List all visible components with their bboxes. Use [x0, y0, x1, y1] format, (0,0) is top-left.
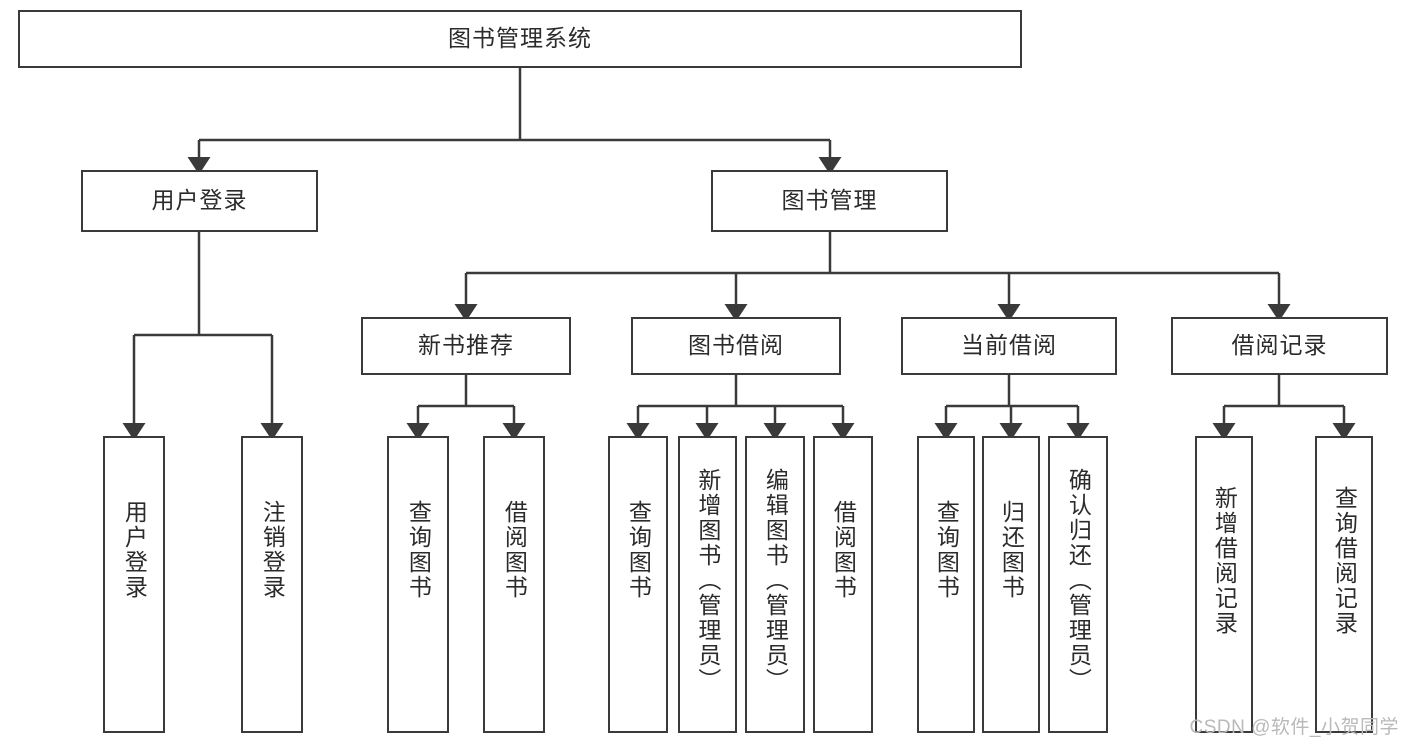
node-root-label: 图书管理系统 [448, 25, 592, 52]
node-leaf-logout-label: 注销登录 [259, 500, 286, 600]
node-leaf-confirm-return-label: 确认归还（管理员） [1065, 468, 1092, 693]
node-leaf-return-book-label: 归还图书 [998, 500, 1025, 600]
node-user-login-label: 用户登录 [151, 187, 248, 214]
node-new-book-rec[interactable]: 新书推荐 [361, 317, 571, 375]
node-root[interactable]: 图书管理系统 [18, 10, 1022, 68]
node-leaf-query-book-3-label: 查询图书 [933, 500, 960, 600]
node-book-borrow-label: 图书借阅 [688, 332, 784, 359]
node-leaf-add-record-label: 新增借阅记录 [1211, 486, 1238, 636]
node-current-borrow-label: 当前借阅 [961, 332, 1057, 359]
node-user-login[interactable]: 用户登录 [81, 170, 318, 232]
node-leaf-edit-book-label: 编辑图书（管理员） [762, 468, 789, 693]
node-book-manage-label: 图书管理 [781, 187, 878, 214]
node-leaf-borrow-book-1[interactable]: 借阅图书 [483, 436, 545, 733]
node-leaf-borrow-book-2-label: 借阅图书 [830, 500, 857, 600]
node-leaf-return-book[interactable]: 归还图书 [982, 436, 1040, 733]
node-leaf-query-book-1[interactable]: 查询图书 [387, 436, 449, 733]
node-leaf-edit-book[interactable]: 编辑图书（管理员） [745, 436, 805, 733]
node-borrow-record-label: 借阅记录 [1231, 332, 1328, 359]
watermark-text: CSDN @软件_小贺同学 [1189, 717, 1399, 738]
node-new-book-rec-label: 新书推荐 [418, 332, 514, 359]
node-leaf-add-book-label: 新增图书（管理员） [694, 468, 721, 693]
node-borrow-record[interactable]: 借阅记录 [1171, 317, 1388, 375]
node-leaf-add-record[interactable]: 新增借阅记录 [1195, 436, 1253, 733]
node-leaf-confirm-return[interactable]: 确认归还（管理员） [1048, 436, 1108, 733]
node-leaf-query-book-2[interactable]: 查询图书 [608, 436, 668, 733]
node-leaf-borrow-book-1-label: 借阅图书 [501, 500, 528, 600]
node-leaf-logout[interactable]: 注销登录 [241, 436, 303, 733]
node-leaf-query-book-1-label: 查询图书 [405, 500, 432, 600]
node-leaf-query-record[interactable]: 查询借阅记录 [1315, 436, 1373, 733]
node-leaf-user-login-label: 用户登录 [121, 500, 148, 600]
node-leaf-query-record-label: 查询借阅记录 [1331, 486, 1358, 636]
node-book-borrow[interactable]: 图书借阅 [631, 317, 841, 375]
node-leaf-query-book-2-label: 查询图书 [625, 500, 652, 600]
node-book-manage[interactable]: 图书管理 [711, 170, 948, 232]
node-leaf-add-book[interactable]: 新增图书（管理员） [678, 436, 737, 733]
node-leaf-user-login[interactable]: 用户登录 [103, 436, 165, 733]
node-current-borrow[interactable]: 当前借阅 [901, 317, 1117, 375]
node-leaf-query-book-3[interactable]: 查询图书 [917, 436, 975, 733]
node-leaf-borrow-book-2[interactable]: 借阅图书 [813, 436, 873, 733]
